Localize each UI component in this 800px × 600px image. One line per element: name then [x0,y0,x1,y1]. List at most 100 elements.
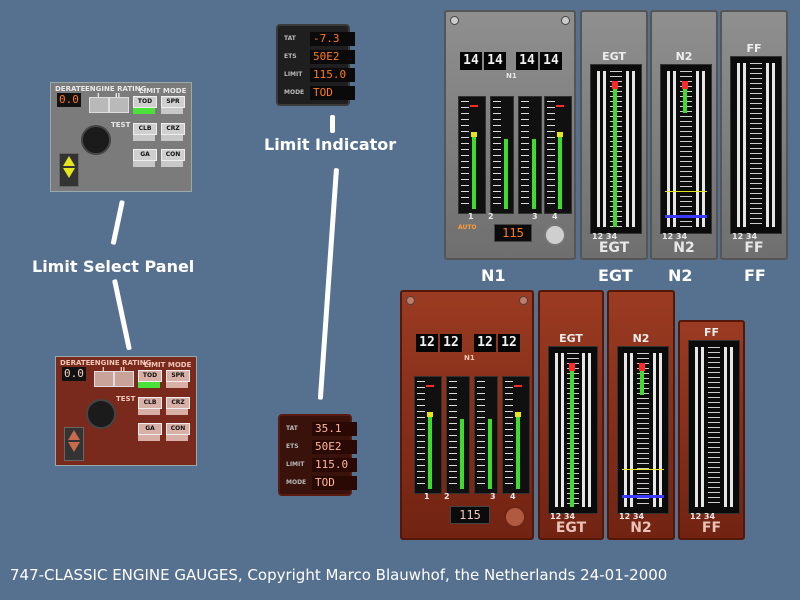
egt-title: EGT [602,50,626,63]
con-indicator-light [166,435,188,441]
mode-label: MODE [286,479,307,486]
test-knob[interactable] [81,125,111,155]
tat-display: 35.1 [312,422,357,436]
mode-label: MODE [284,89,305,96]
crz-indicator-light [161,135,183,141]
n1-tape-engine-4 [502,376,530,494]
n1-digit-1: 12 [416,334,438,352]
spr-button[interactable]: SPR [161,96,185,108]
engine-number-3: 3 [532,212,538,221]
tod-button[interactable]: TOD [138,370,162,382]
test-knob[interactable] [86,399,116,429]
con-button[interactable]: CON [161,149,185,161]
n1-panel: 14 14 14 14 N1 1 2 3 4 AUTO 115 [444,10,576,260]
limit-select-panel-night: DERATE ENGINE RATING I II LIMIT MODE 0.0… [55,356,197,466]
ff-title: FF [703,326,720,339]
clb-button[interactable]: CLB [138,397,162,409]
rating-2-button[interactable] [114,371,134,387]
tod-indicator-light [138,382,160,388]
engine-number-2: 2 [488,212,494,221]
engine-gauges-day: 14 14 14 14 N1 1 2 3 4 AUTO 115 EGT [444,10,788,260]
n1-set-knob[interactable] [504,506,526,528]
screw [406,296,415,305]
ga-button[interactable]: GA [138,423,162,435]
ets-label: ETS [286,443,299,450]
ff-footer: FF [701,520,722,536]
derate-display: 0.0 [62,367,86,381]
rating-1-button[interactable] [94,371,114,387]
tat-label: TAT [284,35,296,42]
crz-button[interactable]: CRZ [166,397,190,409]
clb-indicator-light [133,135,155,141]
derate-arrows-switch[interactable] [64,427,84,461]
limit-display: 115.0 [312,458,357,472]
mode-display: TOD [310,86,355,100]
limit-mode-label: LIMIT MODE [139,87,187,95]
ff-footer: FF [744,240,764,256]
ga-indicator-light [133,161,155,167]
screw [450,16,459,25]
n1-tape-engine-1 [414,376,442,494]
connector-line [317,168,339,400]
clb-indicator-light [138,409,160,415]
n1-digit-3: 12 [474,334,496,352]
ga-indicator-light [138,435,160,441]
ets-display: 50E2 [310,50,355,64]
derate-label: DERATE [60,359,91,367]
egt-engine-numbers: 12 34 [592,232,618,241]
ff-strip [688,340,740,514]
n1-set-knob[interactable] [544,224,566,246]
clb-button[interactable]: CLB [133,123,157,135]
n2-strip [617,346,669,514]
tod-indicator-light [133,108,155,114]
rating-2-button[interactable] [109,97,129,113]
engine-rating-label: ENGINE RATING [85,85,147,93]
egt-label: EGT [598,266,633,285]
engine-number-2: 2 [444,492,450,501]
connector-line [110,200,125,246]
n1-digit-2: 12 [440,334,462,352]
n1-digit-1: 14 [460,52,482,70]
n1-label: N1 [481,266,506,285]
spr-button[interactable]: SPR [166,370,190,382]
spr-indicator-light [161,108,183,114]
ff-panel: FF 12 34 FF [720,10,788,260]
n1-tape-engine-1 [458,96,486,214]
derate-label: DERATE [55,85,86,93]
test-label: TEST [111,121,131,129]
egt-engine-numbers: 12 34 [550,512,576,521]
ga-button[interactable]: GA [133,149,157,161]
egt-strip [548,346,598,514]
crz-button[interactable]: CRZ [161,123,185,135]
ff-panel: FF 12 34 FF [678,320,745,540]
engine-number-4: 4 [552,212,558,221]
limit-select-panel-label: Limit Select Panel [32,257,195,276]
n2-engine-numbers: 12 34 [662,232,688,241]
engine-rating-label: ENGINE RATING [90,359,152,367]
tod-button[interactable]: TOD [133,96,157,108]
screw [519,296,528,305]
engine-number-4: 4 [510,492,516,501]
n1-scale-label: N1 [464,354,475,362]
limit-display: 115.0 [310,68,355,82]
con-button[interactable]: CON [166,423,190,435]
ets-display: 50E2 [312,440,357,454]
n1-scale-label: N1 [506,72,517,80]
limit-label: LIMIT [284,71,303,78]
rating-2-label: II [115,92,121,100]
ff-engine-numbers: 12 34 [732,232,758,241]
screw [561,16,570,25]
n2-panel: N2 12 34 N2 [650,10,718,260]
limit-label: LIMIT [286,461,305,468]
ff-engine-numbers: 12 34 [690,512,716,521]
tat-label: TAT [286,425,298,432]
egt-panel: EGT 12 34 EGT [538,290,604,540]
n2-footer: N2 [673,240,695,256]
rating-1-button[interactable] [89,97,109,113]
n2-footer: N2 [630,520,652,536]
n1-tape-engine-2 [446,376,470,494]
limit-indicator-night: TAT 35.1 ETS 50E2 LIMIT 115.0 MODE TOD [278,414,357,496]
mode-display: TOD [312,476,357,490]
engine-gauges-night: 12 12 12 12 N1 1 2 3 4 115 EGT [400,290,745,540]
derate-arrows-switch[interactable] [59,153,79,187]
